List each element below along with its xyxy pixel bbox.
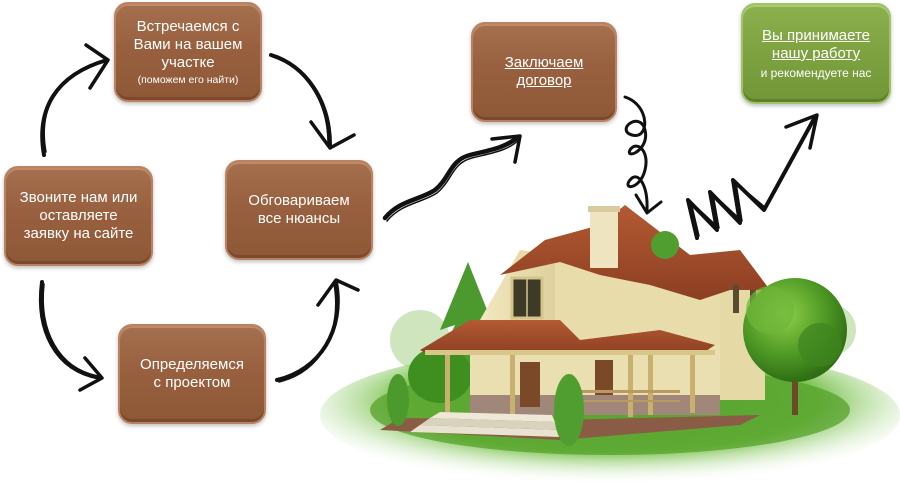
step-text-line: Вами на вашем — [133, 35, 243, 53]
step-meet-on-site: Встречаемся с Вами на вашем участке (пом… — [114, 2, 262, 102]
step-text-line: оставляете — [39, 207, 118, 224]
step-discuss-details: Обговариваем все нюансы — [225, 160, 373, 260]
arrow-discuss-to-contract-icon — [382, 134, 522, 222]
step-link-text[interactable]: нашу работу — [771, 44, 861, 62]
step-text-line: Встречаемся с — [136, 17, 240, 35]
arrow-call-to-meet-icon — [40, 43, 110, 157]
arrow-meet-to-discuss-icon — [269, 53, 356, 150]
arrow-call-to-project-icon — [39, 280, 104, 392]
arrow-project-to-discuss-icon — [275, 278, 360, 383]
step-choose-project: Определяемся с проектом — [118, 324, 266, 424]
step-text-line: заявку на сайте — [23, 225, 134, 242]
step-accept-work-link[interactable]: Вы принимаете нашу работу и рекомендуете… — [741, 3, 891, 104]
step-subtext: (поможем его найти) — [137, 73, 239, 86]
step-text-line: участке — [161, 53, 215, 71]
step-call-or-apply: Звоните нам или оставляете заявку на сай… — [4, 166, 153, 266]
step-text-line: Обговариваем — [248, 192, 350, 209]
step-text-line: Определяемся — [140, 356, 244, 373]
step-link-text[interactable]: Заключаем — [504, 54, 584, 71]
step-text-line: с проектом — [153, 374, 231, 391]
step-subtext: и рекомендуете нас — [760, 65, 872, 80]
arrow-contract-to-house-icon — [623, 95, 663, 215]
step-sign-contract-link[interactable]: Заключаем договор — [471, 22, 617, 122]
step-link-text[interactable]: договор — [516, 72, 572, 89]
step-link-text[interactable]: Вы принимаете — [761, 26, 870, 44]
house-illustration — [320, 205, 900, 485]
arrow-house-to-accept-icon — [686, 113, 819, 240]
step-text-line: Звоните нам или — [19, 189, 138, 206]
step-text-line: все нюансы — [257, 210, 341, 227]
